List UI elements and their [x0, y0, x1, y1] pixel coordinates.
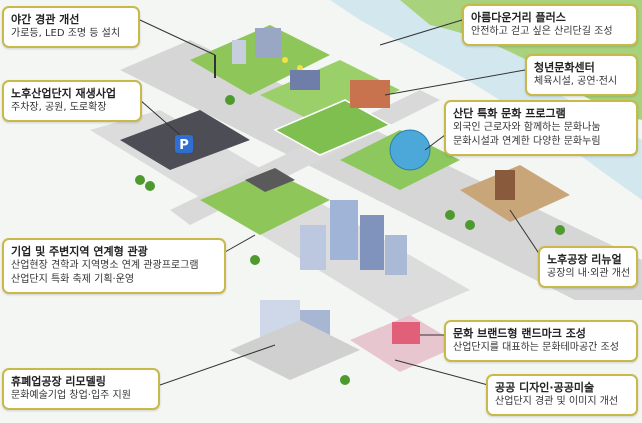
- leader-remodel: [159, 344, 276, 386]
- building-center-1: [330, 200, 358, 260]
- callout-tourism-desc-2: 산업단지 특화 축제 기획·운영: [11, 274, 135, 285]
- street-lamp: [282, 57, 288, 63]
- callout-street-title: 아름다운거리 플러스: [471, 11, 566, 24]
- trees: [135, 95, 565, 385]
- callout-youth-center: 청년문화센터 체육시설, 공연·전시: [525, 54, 638, 96]
- callout-night-view: 야간 경관 개선 가로등, LED 조명 등 설치: [2, 6, 140, 48]
- callout-youth-center-title: 청년문화센터: [534, 61, 595, 74]
- callout-culture-program-desc-2: 문화시설과 연계한 다양한 문화누림: [453, 136, 601, 147]
- leader-youth: [384, 69, 526, 96]
- building-small: [232, 40, 246, 64]
- callout-culture-program-desc-1: 외국인 근로자와 함께하는 문화나눔: [453, 122, 601, 133]
- callout-tourism-title: 기업 및 주변지역 연계형 관광: [11, 245, 148, 258]
- building-sign: [290, 70, 320, 90]
- callout-night-view-desc: 가로등, LED 조명 등 설치: [11, 28, 121, 39]
- callout-old-industrial: 노후산업단지 재생사업 주차장, 공원, 도로확장: [2, 80, 142, 122]
- callout-landmark-desc: 산업단지를 대표하는 문화테마공간 조성: [453, 342, 619, 353]
- callout-public-design-desc: 산업단지 경관 및 이미지 개선: [495, 396, 619, 407]
- callout-remodel: 휴폐업공장 리모델링 문화예술기업 창업·입주 지원: [2, 368, 160, 410]
- callout-public-design-title: 공공 디자인·공공미술: [495, 381, 595, 394]
- remodel-plaza: [230, 320, 360, 380]
- landmark-screen: [392, 322, 420, 344]
- callout-landmark-title: 문화 브랜드형 랜드마크 조성: [453, 327, 586, 340]
- callout-landmark: 문화 브랜드형 랜드마크 조성 산업단지를 대표하는 문화테마공간 조성: [444, 320, 638, 362]
- callout-remodel-desc: 문화예술기업 창업·입주 지원: [11, 390, 131, 401]
- block-middle: [260, 60, 400, 125]
- building-center-3: [300, 225, 326, 270]
- callout-old-industrial-desc: 주차장, 공원, 도로확장: [11, 102, 107, 113]
- parking-sign: [175, 135, 193, 153]
- leader-factory: [509, 209, 541, 256]
- block-night-view: [190, 25, 330, 95]
- building-tall: [255, 28, 281, 58]
- callout-tourism-desc-1: 산업현장 견학과 지역명소 연계 관광프로그램: [11, 260, 199, 271]
- leader-street: [379, 19, 463, 46]
- callout-youth-center-desc: 체육시설, 공연·전시: [534, 76, 618, 87]
- callout-public-design: 공공 디자인·공공미술 산업단지 경관 및 이미지 개선: [486, 374, 638, 416]
- hanok-roof: [245, 168, 295, 192]
- callout-factory-renewal-desc: 공장의 내·외관 개선: [547, 268, 631, 279]
- youth-center-building: [350, 80, 390, 108]
- callout-factory-renewal: 노후공장 리뉴얼 공장의 내·외관 개선: [538, 246, 638, 288]
- callout-remodel-title: 휴폐업공장 리모델링: [11, 375, 106, 388]
- building-center-2: [360, 215, 384, 270]
- sports-field: [273, 99, 392, 156]
- building-center-4: [385, 235, 407, 275]
- leader-public-design: [394, 359, 489, 386]
- callout-culture-program-title: 산단 특화 문화 프로그램: [453, 107, 566, 120]
- callout-night-view-title: 야간 경관 개선: [11, 13, 80, 26]
- callout-factory-renewal-title: 노후공장 리뉴얼: [547, 253, 622, 266]
- leader-old-industrial: [139, 99, 181, 136]
- leader-tourism: [224, 234, 256, 253]
- callout-culture-program: 산단 특화 문화 프로그램 외국인 근로자와 함께하는 문화나눔 문화시설과 연…: [444, 100, 638, 156]
- leader-night: [139, 19, 216, 56]
- callout-street-desc: 안전하고 걷고 싶은 산리단길 조성: [471, 26, 613, 37]
- block-tourism: [200, 170, 330, 235]
- leader-lines: [139, 19, 541, 386]
- street-lamp: [297, 65, 303, 71]
- factory-chimney: [495, 170, 515, 200]
- leader-culture: [424, 134, 446, 151]
- globe: [389, 129, 431, 171]
- callout-tourism: 기업 및 주변지역 연계형 관광 산업현장 견학과 지역명소 연계 관광프로그램…: [2, 238, 226, 294]
- parking-letter: P: [179, 138, 189, 153]
- callout-street: 아름다운거리 플러스 안전하고 걷고 싶은 산리단길 조성: [462, 4, 638, 46]
- callout-old-industrial-title: 노후산업단지 재생사업: [11, 87, 117, 100]
